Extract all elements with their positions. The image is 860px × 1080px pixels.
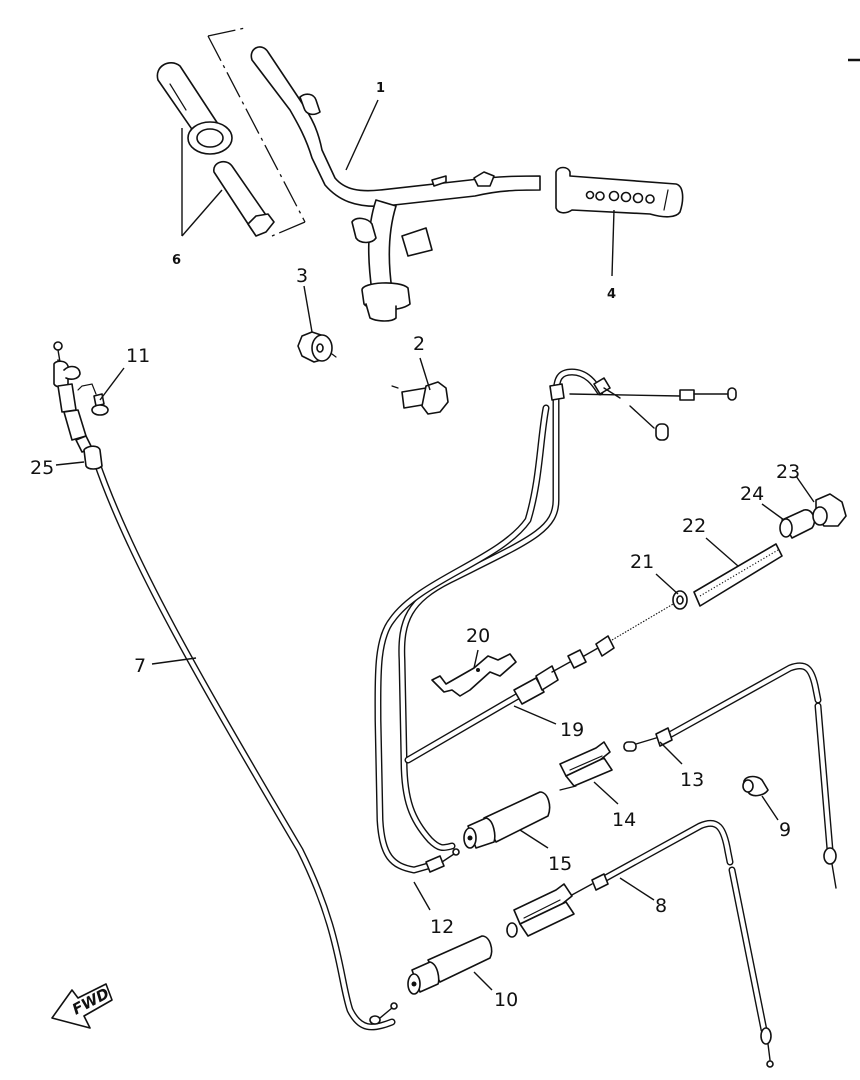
cable-7 <box>53 341 398 1031</box>
callout-6: 6 <box>172 253 181 268</box>
callout-19: 19 <box>560 719 584 741</box>
cable-boot-10 <box>407 935 493 995</box>
callout-21: 21 <box>630 551 654 573</box>
fwd-label: FWD <box>69 984 112 1018</box>
callout-11: 11 <box>126 345 150 367</box>
cable-clip-9 <box>742 775 769 797</box>
nut-3 <box>297 331 337 363</box>
callout-25: 25 <box>30 457 54 479</box>
callout-15: 15 <box>548 853 572 875</box>
cable-19 <box>404 599 681 764</box>
callout-14: 14 <box>612 809 636 831</box>
callout-24: 24 <box>740 483 764 505</box>
spring-22 <box>693 543 783 607</box>
bracket-20 <box>431 653 517 697</box>
cable-joint-8 <box>506 883 575 938</box>
cable-boot-15 <box>463 791 551 849</box>
cable-13 <box>623 662 837 889</box>
grip-set <box>156 27 306 237</box>
right-grip <box>555 166 684 218</box>
callout-3: 3 <box>296 265 308 287</box>
callout-10: 10 <box>494 989 518 1011</box>
cable-8 <box>569 819 774 1068</box>
bolt-2 <box>391 381 449 415</box>
nut-21 <box>672 590 688 610</box>
leader-lines <box>55 99 815 991</box>
callout-22: 22 <box>682 515 706 537</box>
callout-8: 8 <box>655 895 667 917</box>
adjuster-nut-23 <box>812 493 847 527</box>
cable-joint-14 <box>559 741 613 791</box>
callout-13: 13 <box>680 769 704 791</box>
handlebar <box>250 46 541 322</box>
callout-9: 9 <box>779 819 791 841</box>
callout-12: 12 <box>430 916 454 938</box>
callout-23: 23 <box>776 461 800 483</box>
cable-12 <box>374 368 737 874</box>
screw-11 <box>77 383 109 416</box>
callout-7: 7 <box>134 655 146 677</box>
callout-labels: 1 2 3 4 6 7 8 9 10 11 12 13 14 15 19 20 … <box>30 81 800 1011</box>
callout-1: 1 <box>376 81 385 96</box>
callout-2: 2 <box>413 333 425 355</box>
collar-24 <box>779 509 816 539</box>
fwd-direction-arrow: FWD <box>51 983 113 1029</box>
callout-4: 4 <box>607 287 616 302</box>
callout-20: 20 <box>466 625 490 647</box>
